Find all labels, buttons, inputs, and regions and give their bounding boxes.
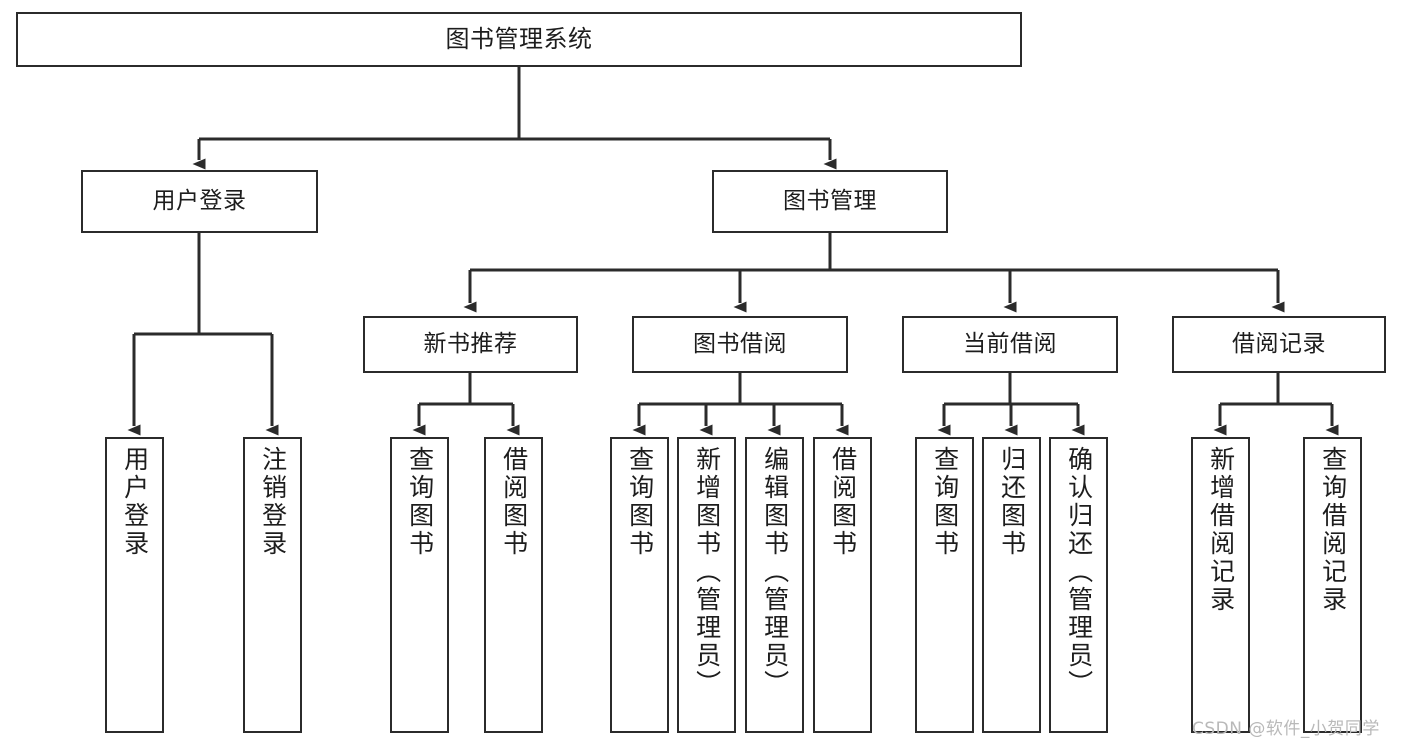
node-label: 查询图书 bbox=[405, 446, 435, 558]
leaf-add-book-admin[interactable]: 新增图书（管理员） bbox=[677, 437, 736, 733]
leaf-return-book[interactable]: 归还图书 bbox=[982, 437, 1041, 733]
node-label: 归还图书 bbox=[997, 446, 1027, 558]
node-label: 用户登录 bbox=[152, 188, 247, 215]
leaf-query-borrow-record[interactable]: 查询借阅记录 bbox=[1303, 437, 1362, 733]
leaf-add-borrow-record[interactable]: 新增借阅记录 bbox=[1191, 437, 1250, 733]
node-label: 新书推荐 bbox=[423, 331, 518, 358]
leaf-edit-book-admin[interactable]: 编辑图书（管理员） bbox=[745, 437, 804, 733]
node-new-book-recommendation[interactable]: 新书推荐 bbox=[363, 316, 578, 373]
node-label: 注销登录 bbox=[258, 446, 288, 558]
node-label: 图书管理 bbox=[783, 188, 877, 215]
csdn-watermark: CSDN @软件_小贺同学 bbox=[1192, 719, 1380, 739]
node-label: 新增借阅记录 bbox=[1206, 446, 1236, 614]
node-label: 图书管理系统 bbox=[445, 24, 593, 53]
leaf-borrow-book-recommendation[interactable]: 借阅图书 bbox=[484, 437, 543, 733]
node-label: 查询图书 bbox=[930, 446, 960, 558]
leaf-query-book-borrowing[interactable]: 查询图书 bbox=[610, 437, 669, 733]
node-root-system[interactable]: 图书管理系统 bbox=[16, 12, 1022, 67]
leaf-query-book-current[interactable]: 查询图书 bbox=[915, 437, 974, 733]
node-book-borrowing[interactable]: 图书借阅 bbox=[632, 316, 848, 373]
node-label: 查询借阅记录 bbox=[1318, 446, 1348, 614]
node-label: 借阅图书 bbox=[499, 446, 529, 558]
leaf-user-login[interactable]: 用户登录 bbox=[105, 437, 164, 733]
node-label: 确认归还（管理员） bbox=[1064, 446, 1094, 698]
node-label: 编辑图书（管理员） bbox=[760, 446, 790, 698]
leaf-logout[interactable]: 注销登录 bbox=[243, 437, 302, 733]
node-user-login[interactable]: 用户登录 bbox=[81, 170, 318, 233]
node-current-borrowing[interactable]: 当前借阅 bbox=[902, 316, 1118, 373]
node-label: 图书借阅 bbox=[693, 331, 787, 358]
node-label: 新增图书（管理员） bbox=[692, 446, 722, 698]
leaf-borrow-book[interactable]: 借阅图书 bbox=[813, 437, 872, 733]
leaf-query-book-recommendation[interactable]: 查询图书 bbox=[390, 437, 449, 733]
node-label: 用户登录 bbox=[120, 446, 150, 558]
node-label: 借阅记录 bbox=[1232, 331, 1326, 358]
node-label: 借阅图书 bbox=[828, 446, 858, 558]
node-borrowing-records[interactable]: 借阅记录 bbox=[1172, 316, 1386, 373]
node-label: 查询图书 bbox=[625, 446, 655, 558]
node-book-management[interactable]: 图书管理 bbox=[712, 170, 948, 233]
leaf-confirm-return-admin[interactable]: 确认归还（管理员） bbox=[1049, 437, 1108, 733]
node-label: 当前借阅 bbox=[963, 331, 1057, 358]
